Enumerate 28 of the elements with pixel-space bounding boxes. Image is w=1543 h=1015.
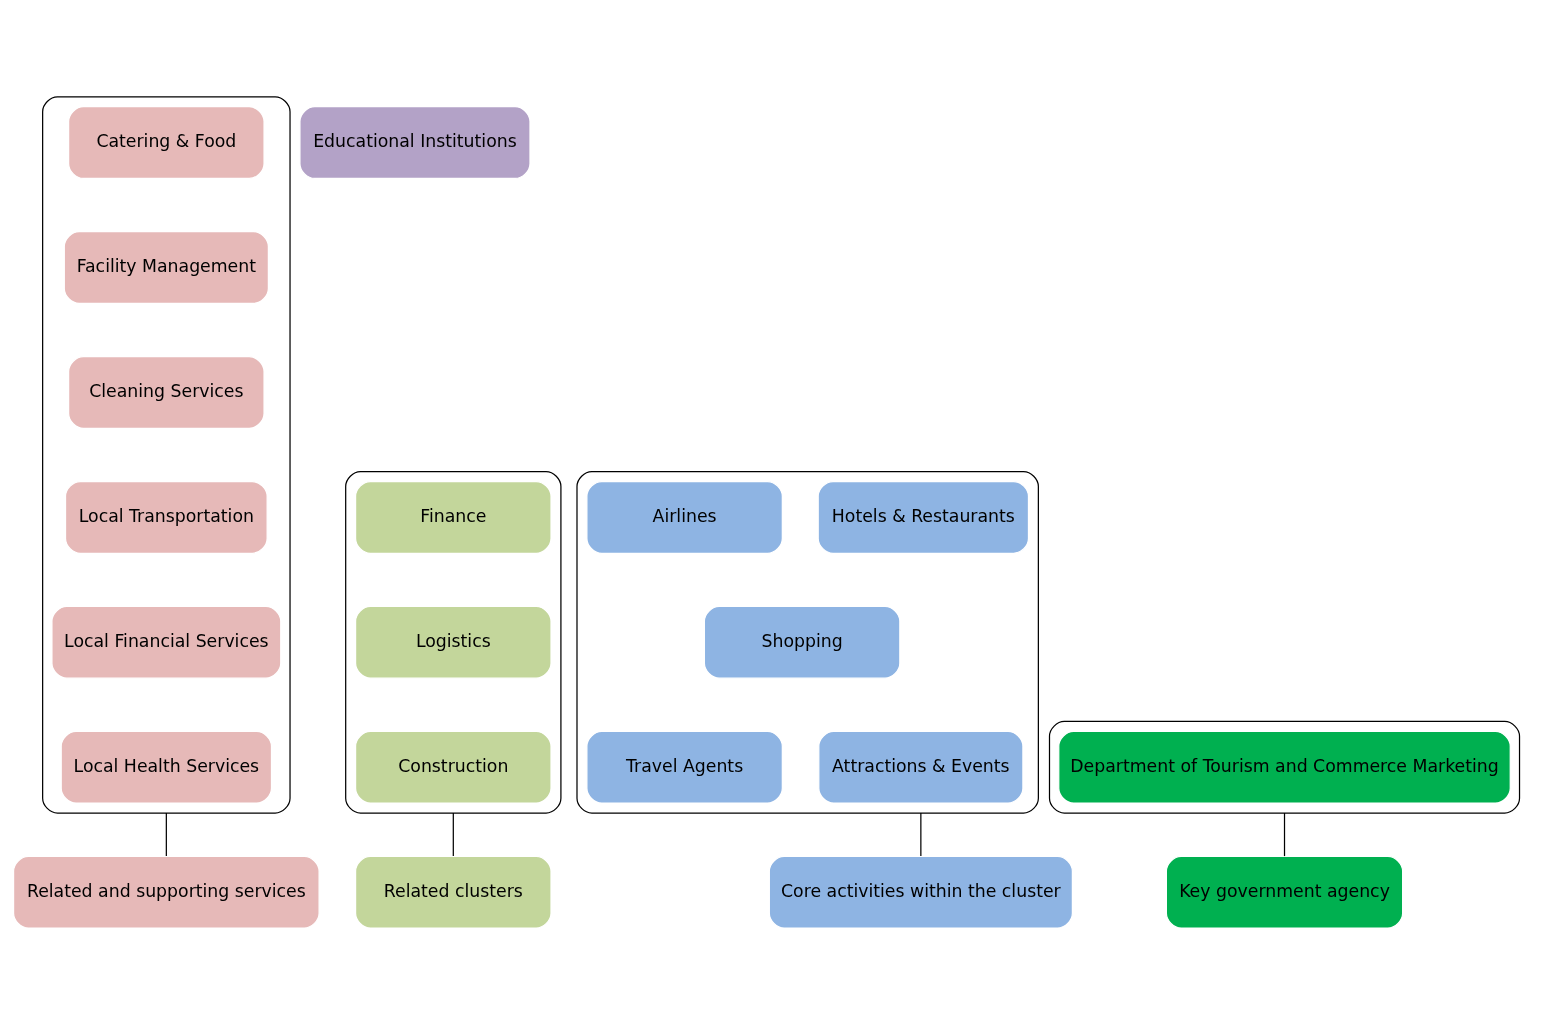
node-box: Attractions & Events <box>818 730 1024 804</box>
cluster <box>345 471 562 814</box>
node-box: Related and supporting services <box>12 855 320 929</box>
node-box: Local Financial Services <box>51 605 282 679</box>
cluster <box>576 471 1039 814</box>
node-box: Logistics <box>354 605 552 679</box>
node-box: Core activities within the cluster <box>768 855 1073 929</box>
node-box: Hotels & Restaurants <box>817 480 1030 554</box>
node-box: Facility Management <box>63 231 269 305</box>
node-box: Construction <box>354 730 552 804</box>
connector <box>1283 812 1286 857</box>
connector <box>920 812 922 857</box>
node-box: Shopping <box>703 605 901 679</box>
cluster <box>42 96 291 814</box>
node-box: Key government agency <box>1165 855 1404 929</box>
node-box: Local Health Services <box>60 730 273 804</box>
node-box: Catering & Food <box>68 106 265 180</box>
node-box: Airlines <box>586 480 783 554</box>
node-box: Local Transportation <box>64 480 268 554</box>
cluster <box>1048 720 1521 814</box>
node-box: Travel Agents <box>586 730 783 804</box>
node-box: Related clusters <box>354 855 552 929</box>
connector <box>452 812 454 857</box>
node-box: Cleaning Services <box>68 356 265 429</box>
node-box: Finance <box>354 480 552 554</box>
node-box: Department of Tourism and Commerce Marketing <box>1058 730 1511 804</box>
connector <box>165 812 167 857</box>
node-box: Educational Institutions <box>299 106 531 180</box>
